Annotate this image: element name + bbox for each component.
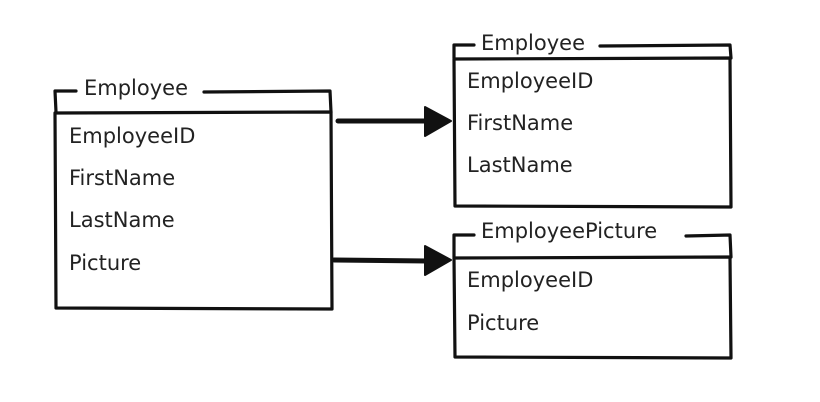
source-employee-table: Employee EmployeeID FirstName LastName P… <box>53 76 334 311</box>
source-field: FirstName <box>69 166 175 190</box>
arrow-to-employee <box>335 106 452 137</box>
source-field: LastName <box>69 208 175 232</box>
target-employee-title-line-right <box>598 43 733 60</box>
target-picture-title: EmployeePicture <box>481 219 657 243</box>
arrow-to-employee-head <box>424 106 452 137</box>
source-table-title-line-left <box>53 89 78 114</box>
target-employee-title: Employee <box>481 31 585 55</box>
target-employee-body <box>452 56 733 209</box>
target-employee-field: LastName <box>467 153 573 177</box>
source-table-body <box>53 110 334 311</box>
target-picture-body <box>452 255 733 360</box>
source-field: Picture <box>69 251 141 275</box>
target-picture-field: Picture <box>467 311 539 335</box>
target-picture-title-line-left <box>452 233 476 259</box>
source-table-title-line-right <box>202 89 333 114</box>
source-table-title: Employee <box>84 76 188 100</box>
target-employee-field: FirstName <box>467 111 573 135</box>
target-employee-title-line-left <box>452 43 476 60</box>
arrow-to-employee-picture-head <box>424 245 452 276</box>
target-picture-field: EmployeeID <box>467 268 593 292</box>
target-picture-table: EmployeePicture EmployeeID Picture <box>452 219 733 360</box>
target-employee-table: Employee EmployeeID FirstName LastName <box>452 31 733 209</box>
arrow-to-employee-picture-line <box>331 257 431 264</box>
target-picture-title-line-right <box>684 233 733 259</box>
target-employee-field: EmployeeID <box>467 69 593 93</box>
source-field: EmployeeID <box>69 124 195 148</box>
arrow-to-employee-picture <box>331 245 452 276</box>
